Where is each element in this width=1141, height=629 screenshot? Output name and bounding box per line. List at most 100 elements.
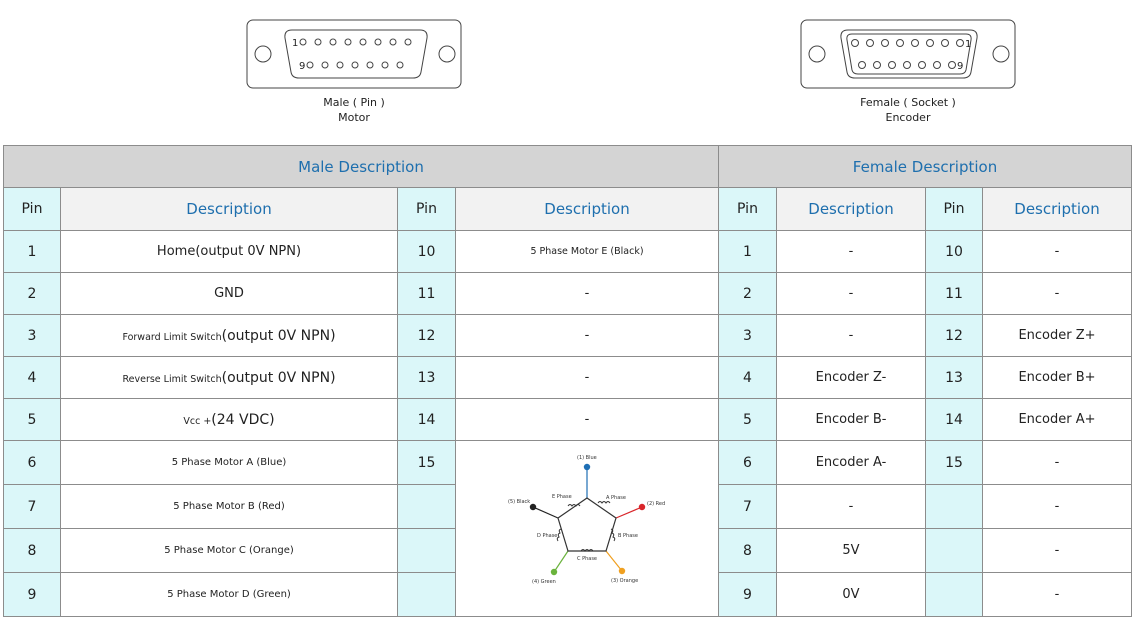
female-desc-cell: - [776, 484, 926, 529]
male-pin-cell [397, 528, 456, 573]
female-pin-cell [925, 572, 983, 617]
female-desc-cell: Encoder Z- [776, 356, 926, 399]
female-pin-cell: 12 [925, 314, 983, 357]
female-pin-cell: 1 [718, 230, 777, 273]
female-desc-cell: - [776, 272, 926, 315]
male-desc-cell: Home(output 0V NPN) [60, 230, 398, 273]
male-pin-cell: 12 [397, 314, 456, 357]
five-phase-motor-diagram: (1) Blue (2) Red (3) Orange (4) Green (5… [508, 455, 665, 585]
male-connector: 1 9 Male ( Pin ) Motor [244, 18, 464, 125]
label-blue: (1) Blue [577, 455, 597, 461]
label-a-phase: A Phase [606, 495, 626, 501]
female-desc-cell: Encoder B+ [982, 356, 1132, 399]
label-e-phase: E Phase [552, 494, 572, 500]
male-pin-cell: 13 [397, 356, 456, 399]
male-caption-line1: Male ( Pin ) [323, 96, 385, 109]
female-pin-cell: 7 [718, 484, 777, 529]
male-pin-cell: 1 [3, 230, 61, 273]
female-desc-cell: - [982, 440, 1132, 485]
female-pin-cell: 14 [925, 398, 983, 441]
female-pin-cell [925, 528, 983, 573]
male-pin-cell: 6 [3, 440, 61, 485]
table-row: 4 Reverse Limit Switch(output 0V NPN) 13… [3, 356, 1132, 399]
column-header-pin: Pin [397, 187, 456, 231]
column-header-description: Description [455, 187, 719, 231]
female-desc-cell: Encoder B- [776, 398, 926, 441]
male-desc-cell: Vcc +(24 VDC) [60, 398, 398, 441]
label-red: (2) Red [647, 501, 665, 507]
male-desc-large: (output 0V NPN) [221, 327, 336, 344]
male-pin-cell: 4 [3, 356, 61, 399]
male-pin-cell: 15 [397, 440, 456, 485]
table-row: 8 5 Phase Motor C (Orange) 8 5V - [3, 528, 1132, 573]
table-row: 6 5 Phase Motor A (Blue) 15 [3, 440, 1132, 617]
label-b-phase: B Phase [618, 533, 638, 539]
male-desc-small: Reverse Limit Switch [122, 373, 222, 385]
male-caption-line2: Motor [338, 111, 370, 124]
male-pin-cell [397, 572, 456, 617]
label-d-phase: D Phase [537, 533, 557, 539]
pin-description-table: Male Description Female Description Pin … [3, 145, 1132, 617]
male-desc-large: (24 VDC) [211, 411, 275, 428]
male-pin-cell: 9 [3, 572, 61, 617]
male-desc-cell: 5 Phase Motor A (Blue) [60, 440, 398, 485]
female-desc-cell: 5V [776, 528, 926, 573]
male-desc-cell: 5 Phase Motor B (Red) [60, 484, 398, 529]
male-pin-cell: 3 [3, 314, 61, 357]
female-pin1-label: 1 [965, 39, 971, 50]
male-pin1-label: 1 [292, 38, 298, 49]
female-desc-cell: - [776, 314, 926, 357]
female-desc-cell: Encoder Z+ [982, 314, 1132, 357]
table-row: 5 Vcc +(24 VDC) 14 - 5 Encoder B- 14 Enc… [3, 398, 1132, 441]
male-desc-cell: 5 Phase Motor C (Orange) [60, 528, 398, 573]
male-pin-cell: 2 [3, 272, 61, 315]
male-pin-cell: 14 [397, 398, 456, 441]
female-pin-cell: 4 [718, 356, 777, 399]
table-row: 9 5 Phase Motor D (Green) 9 0V - [3, 572, 1132, 617]
female-caption: Female ( Socket ) Encoder [798, 95, 1018, 125]
female-pin-cell: 13 [925, 356, 983, 399]
label-orange: (3) Orange [611, 578, 638, 584]
male-desc-cell: GND [60, 272, 398, 315]
female-pin-cell: 8 [718, 528, 777, 573]
table-row: 7 5 Phase Motor B (Red) 7 - - [3, 484, 1132, 529]
column-header-pin: Pin [925, 187, 983, 231]
female-pin-cell: 5 [718, 398, 777, 441]
female-connector-drawing: 1 9 [800, 19, 1016, 89]
male-desc-cell: - [455, 314, 719, 357]
male-pin-cell [397, 484, 456, 529]
female-desc-cell: - [982, 230, 1132, 273]
male-desc-cell: Reverse Limit Switch(output 0V NPN) [60, 356, 398, 399]
male-desc-cell: 5 Phase Motor D (Green) [60, 572, 398, 617]
female-pin-cell: 10 [925, 230, 983, 273]
table-row: 2 GND 11 - 2 - 11 - [3, 272, 1132, 315]
five-phase-motor-diagram-cell: (1) Blue (2) Red (3) Orange (4) Green (5… [455, 440, 719, 617]
column-header-pin: Pin [718, 187, 777, 231]
label-green: (4) Green [532, 579, 556, 585]
male-desc-large: (output 0V NPN) [221, 369, 336, 386]
male-pin-cell: 7 [3, 484, 61, 529]
female-pin-cell: 11 [925, 272, 983, 315]
lead-green-dot [550, 568, 558, 575]
male-pin-cell: 11 [397, 272, 456, 315]
female-pin-cell [925, 484, 983, 529]
female-desc-cell: - [776, 230, 926, 273]
female-desc-cell: - [982, 572, 1132, 617]
female-pin-cell: 2 [718, 272, 777, 315]
male-pin-cell: 8 [3, 528, 61, 573]
female-caption-line2: Encoder [885, 111, 931, 124]
male-desc-small: Vcc + [183, 415, 212, 427]
male-desc-cell: - [455, 356, 719, 399]
female-pin-cell: 6 [718, 440, 777, 485]
female-caption-line1: Female ( Socket ) [860, 96, 956, 109]
label-black: (5) Black [508, 499, 530, 505]
column-header-description: Description [776, 187, 926, 231]
male-desc-cell: - [455, 272, 719, 315]
female-desc-cell: - [982, 272, 1132, 315]
lead-blue-dot [583, 463, 591, 470]
female-desc-cell: 0V [776, 572, 926, 617]
male-connector-drawing: 1 9 [246, 19, 462, 89]
male-description-header: Male Description [3, 145, 719, 188]
male-desc-cell: - [455, 398, 719, 441]
lead-black-dot [529, 503, 537, 510]
